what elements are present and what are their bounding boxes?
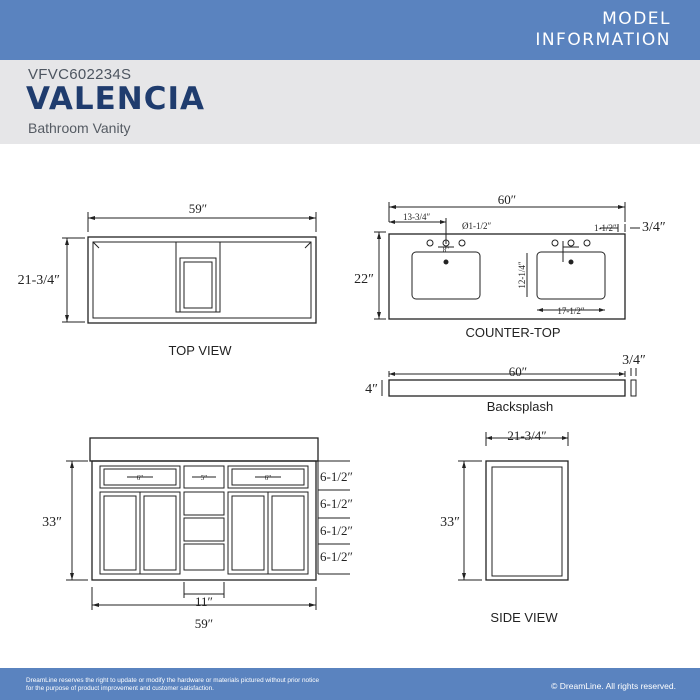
- product-subtitle: Bathroom Vanity: [28, 120, 131, 136]
- faucet-spacing-label: 8″: [443, 246, 450, 254]
- backsplash-width-label: 60″: [509, 364, 527, 379]
- product-name: VALENCIA: [26, 81, 206, 117]
- backsplash-thickness-label: 3/4″: [622, 353, 646, 368]
- center-width-label: 11″: [195, 594, 213, 609]
- footer-disclaimer: DreamLine reserves the right to update o…: [26, 677, 320, 692]
- product-sku: VFVC602234S: [28, 66, 132, 83]
- drawer-height-label: 6-1/2″: [320, 523, 353, 538]
- side-view-drawing: [458, 432, 569, 581]
- model-label: MODEL: [602, 9, 671, 29]
- faucet-hole-label: Ø1-1/2″: [462, 221, 491, 231]
- center-drawer-pull-label: 5″: [201, 474, 208, 482]
- sink-depth-label: 12-1/4″: [517, 261, 527, 288]
- drawer-height-label: 6-1/2″: [320, 496, 353, 511]
- counter-top-drawing: [374, 202, 640, 320]
- front-view-drawing: [66, 437, 350, 610]
- top-view-drawing: [62, 212, 317, 324]
- top-view-caption: TOP VIEW: [168, 343, 232, 358]
- left-drawer-pull-label: 6″: [137, 474, 144, 482]
- side-view-caption: SIDE VIEW: [490, 610, 558, 625]
- product-header: [0, 60, 700, 144]
- sink-width-label: 17-1/2″: [557, 306, 584, 316]
- top-view-width-label: 59″: [189, 201, 207, 216]
- model-information-label: MODEL INFORMATION: [535, 9, 671, 51]
- front-width-label: 59″: [195, 616, 213, 631]
- right-drawer-pull-label: 6″: [265, 474, 272, 482]
- counter-sink-offset-label: 13-3/4″: [403, 212, 430, 222]
- footer-copyright: © DreamLine. All rights reserved.: [551, 681, 676, 691]
- top-view-depth-label: 21-3/4″: [18, 273, 61, 288]
- counter-width-label: 60″: [498, 192, 516, 207]
- top-banner: [0, 0, 700, 60]
- side-depth-label: 21-3/4″: [507, 428, 546, 443]
- information-label: INFORMATION: [535, 30, 671, 50]
- counter-depth-label: 22″: [354, 272, 374, 287]
- footer-banner: [0, 668, 700, 700]
- backsplash-drawing: [381, 368, 637, 397]
- backsplash-height-label: 4″: [365, 382, 378, 397]
- edge-offset-label: 1-1/2″: [594, 223, 617, 233]
- drawer-height-label: 6-1/2″: [320, 469, 353, 484]
- side-height-label: 33″: [440, 515, 460, 530]
- backsplash-caption: Backsplash: [487, 399, 553, 414]
- counter-top-caption: COUNTER-TOP: [465, 325, 560, 340]
- counter-thickness-label: 3/4″: [642, 220, 666, 235]
- drawer-height-label: 6-1/2″: [320, 549, 353, 564]
- front-height-label: 33″: [42, 515, 62, 530]
